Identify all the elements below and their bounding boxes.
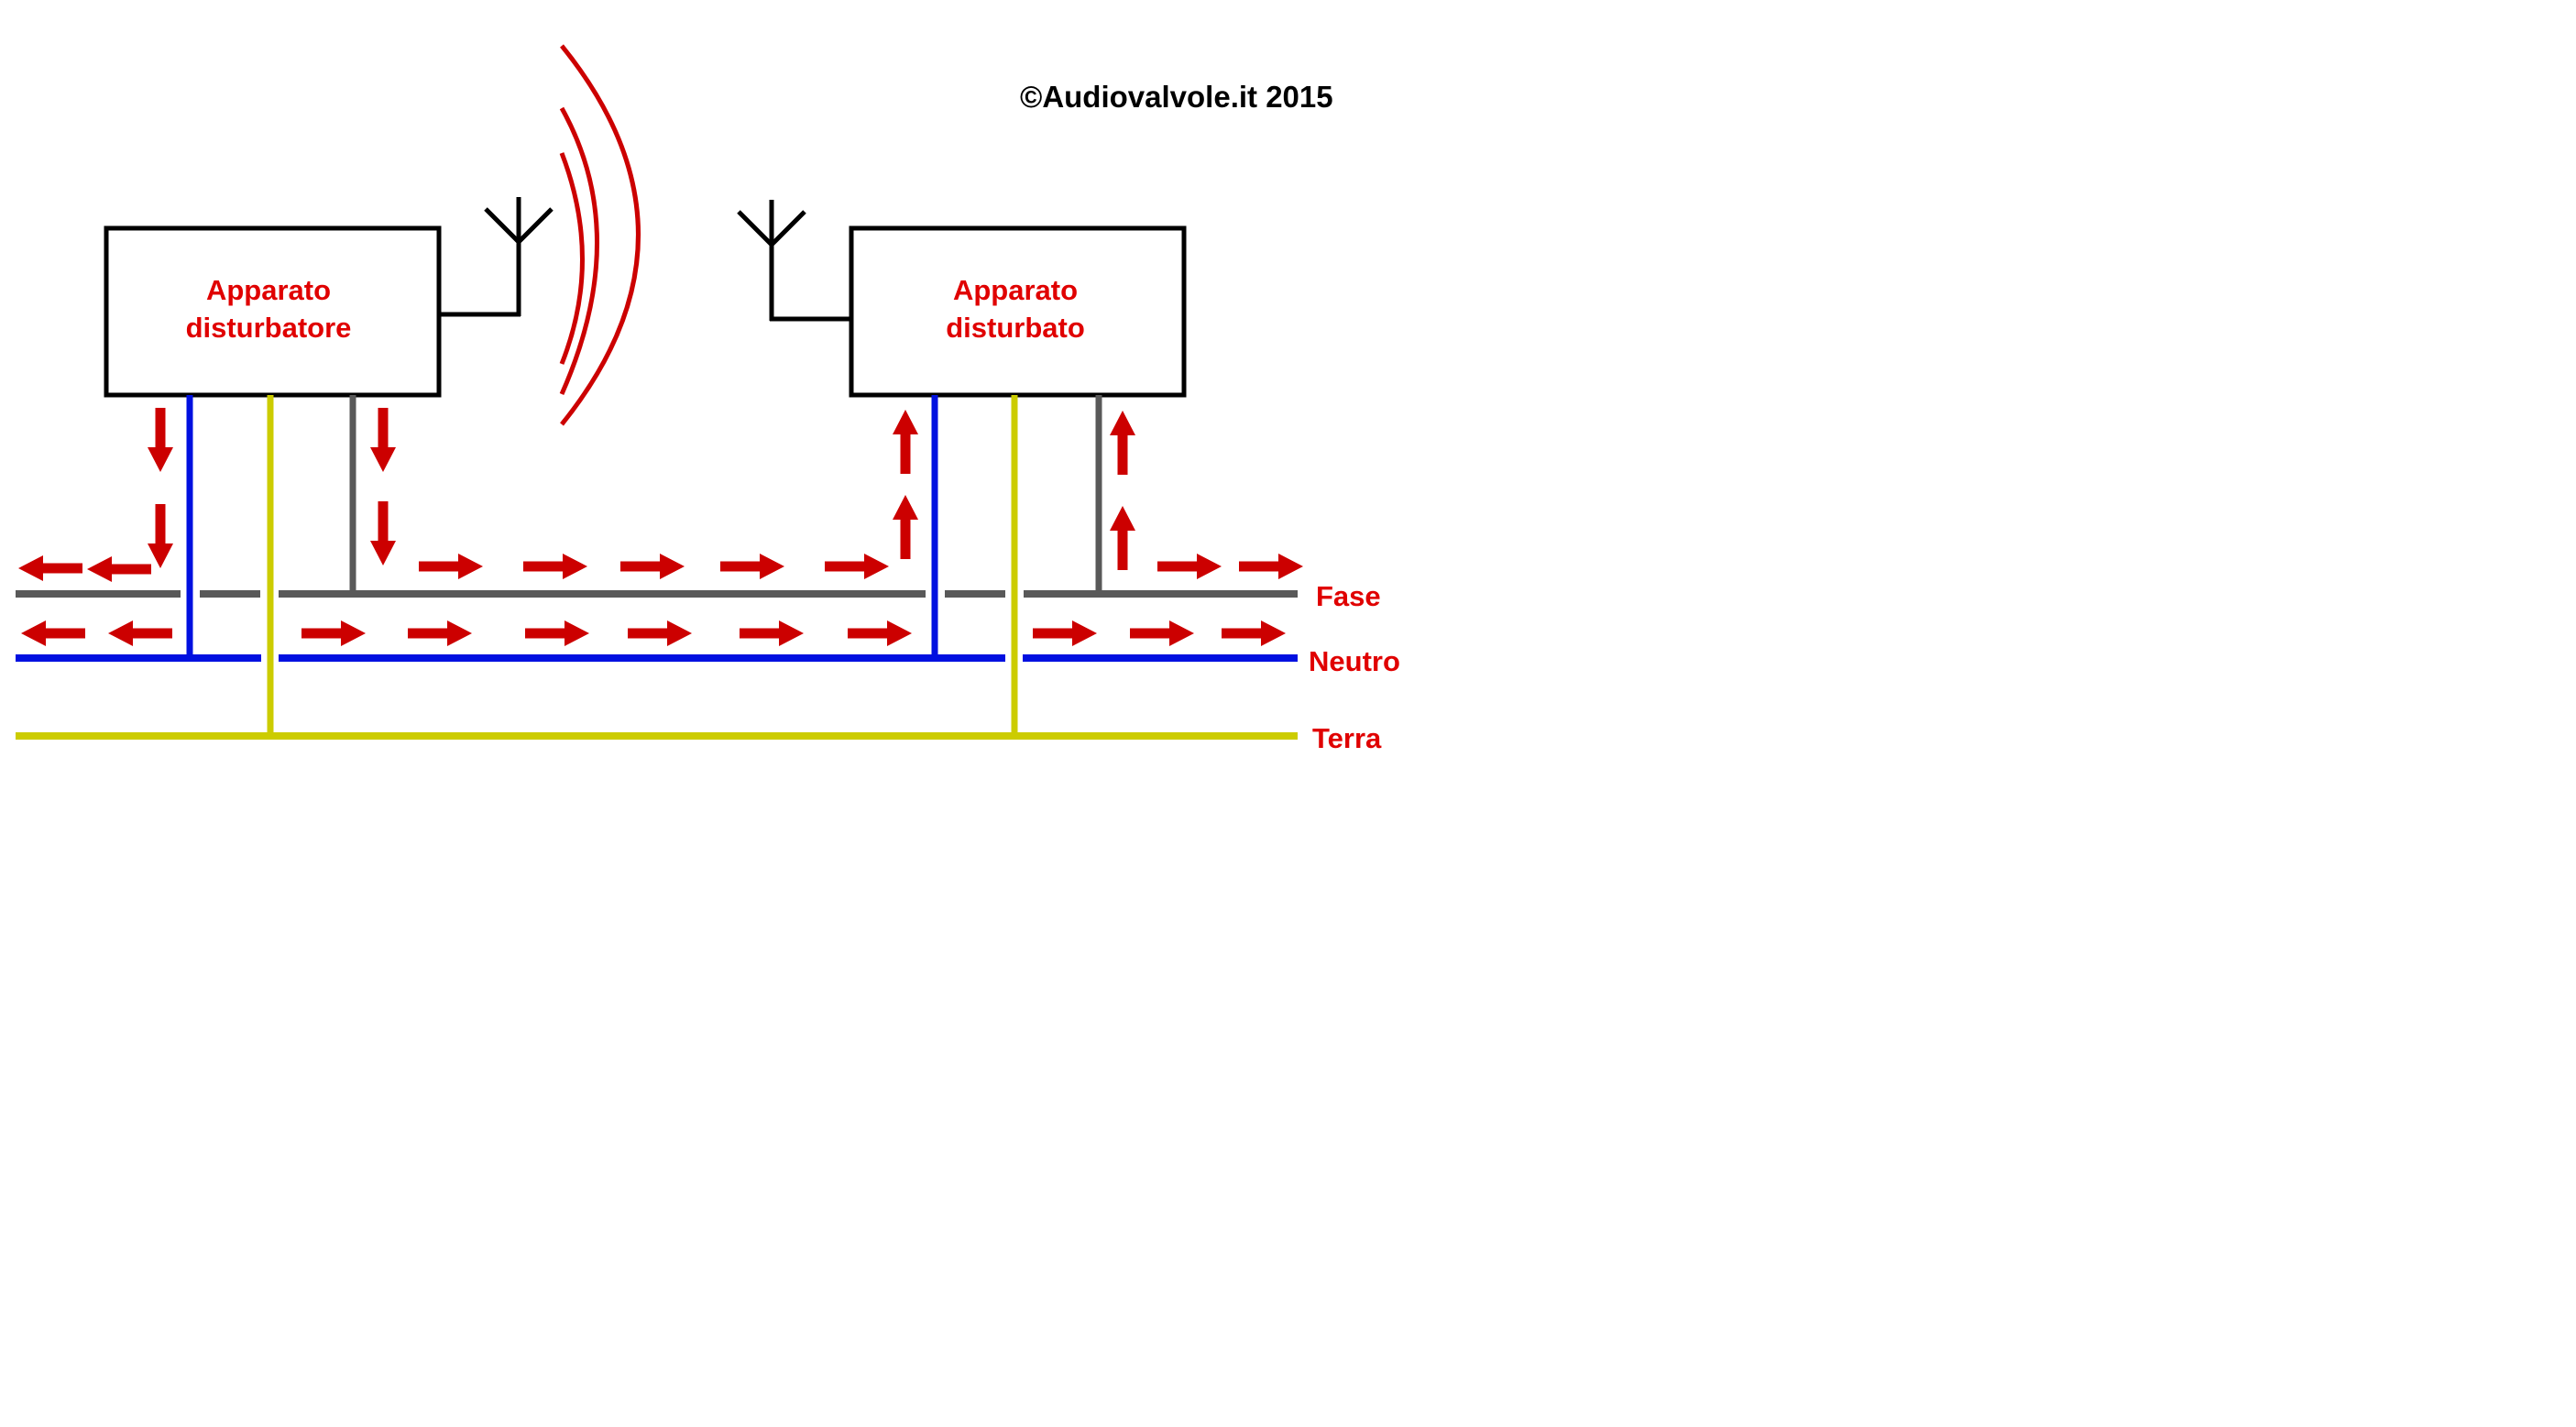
label-terra: Terra bbox=[1312, 722, 1382, 754]
arrow-fase-right bbox=[825, 554, 889, 579]
arrow-source-down bbox=[148, 408, 173, 472]
arrow-neutro-left bbox=[21, 620, 85, 646]
antenna-right-icon bbox=[737, 200, 852, 322]
source-drops bbox=[186, 395, 356, 736]
label-fase: Fase bbox=[1316, 580, 1381, 612]
device-source-label-2: disturbatore bbox=[186, 312, 352, 344]
copyright-label: ©Audiovalvole.it 2015 bbox=[1020, 80, 1333, 114]
arrow-neutro-left bbox=[108, 620, 172, 646]
arrow-victim-up bbox=[893, 410, 918, 474]
arrow-source-down bbox=[148, 504, 173, 568]
device-victim-label-1: Apparato bbox=[953, 274, 1078, 306]
arrow-neutro-right bbox=[628, 620, 692, 646]
device-victim-label-2: disturbato bbox=[946, 312, 1085, 344]
disturbance-arrows bbox=[18, 408, 1303, 646]
radio-waves bbox=[559, 44, 641, 426]
arrow-fase-right bbox=[419, 554, 483, 579]
arrow-fase-left bbox=[87, 556, 151, 582]
arrow-neutro-right bbox=[408, 620, 472, 646]
arrow-victim-up bbox=[1110, 506, 1135, 570]
arrow-victim-up bbox=[893, 495, 918, 559]
arrow-neutro-right bbox=[848, 620, 912, 646]
antenna-left-icon bbox=[440, 197, 554, 317]
arrow-source-down bbox=[370, 408, 396, 472]
arrow-neutro-right bbox=[1033, 620, 1097, 646]
arrow-victim-up bbox=[1110, 411, 1135, 475]
arrow-fase-right bbox=[620, 554, 685, 579]
label-neutro: Neutro bbox=[1309, 645, 1400, 677]
arrow-fase-right bbox=[1157, 554, 1222, 579]
interference-diagram: ©Audiovalvole.it 2015 Apparato disturbat… bbox=[16, 44, 1400, 754]
wave-outer bbox=[560, 44, 641, 426]
arrow-fase-right bbox=[720, 554, 784, 579]
arrow-neutro-right bbox=[525, 620, 589, 646]
arrow-source-down bbox=[370, 501, 396, 565]
wave-inner bbox=[559, 152, 585, 365]
arrow-fase-right bbox=[1239, 554, 1303, 579]
victim-drops bbox=[931, 395, 1102, 736]
device-source-label-1: Apparato bbox=[206, 274, 331, 306]
arrow-fase-right bbox=[523, 554, 587, 579]
arrow-neutro-right bbox=[301, 620, 366, 646]
device-victim-box bbox=[849, 225, 1187, 398]
arrow-neutro-right bbox=[1130, 620, 1194, 646]
arrow-fase-left bbox=[18, 555, 82, 581]
arrow-neutro-right bbox=[1222, 620, 1286, 646]
wave-middle bbox=[559, 106, 599, 396]
arrow-neutro-right bbox=[740, 620, 804, 646]
